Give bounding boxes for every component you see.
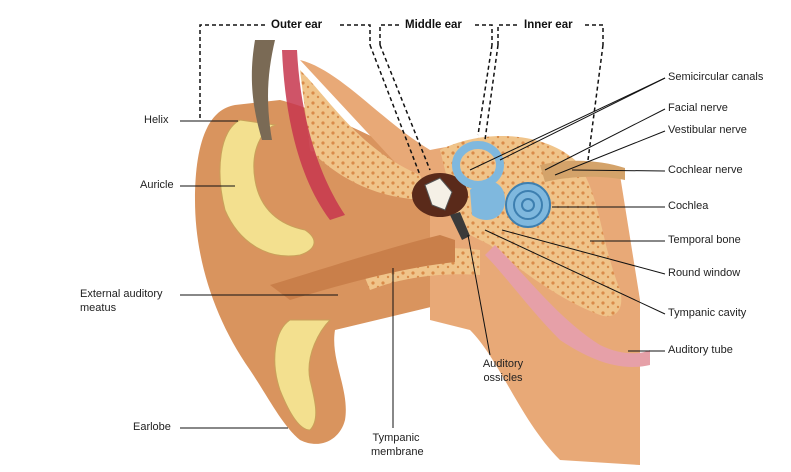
external-auditory-meatus-label-line1: External auditory <box>80 288 163 301</box>
semicircular-canals-label: Semicircular canals <box>668 71 763 84</box>
tympanic-membrane-label-line1: Tympanic <box>371 432 421 445</box>
earlobe-label: Earlobe <box>133 421 171 434</box>
auditory-tube-label: Auditory tube <box>668 344 733 357</box>
round-window-label: Round window <box>668 267 740 280</box>
middle-ear-title: Middle ear <box>402 18 465 32</box>
vestibular-nerve-label: Vestibular nerve <box>668 124 747 137</box>
cochlea-label: Cochlea <box>668 200 708 213</box>
helix-label: Helix <box>144 114 168 127</box>
vestibule-shape <box>470 181 505 220</box>
tympanic-cavity-label: Tympanic cavity <box>668 307 746 320</box>
inner-ear-title: Inner ear <box>521 18 576 32</box>
auditory-ossicles-label-line1: Auditory <box>478 358 528 371</box>
cochlear-nerve-label: Cochlear nerve <box>668 164 743 177</box>
facial-nerve-label: Facial nerve <box>668 102 728 115</box>
external-auditory-meatus-label-line2: meatus <box>80 302 116 315</box>
tympanic-membrane-label-line2: membrane <box>371 446 421 459</box>
auditory-ossicles-label-line2: ossicles <box>478 372 528 385</box>
auricle-label: Auricle <box>140 179 174 192</box>
cochlea-shape <box>506 183 550 227</box>
temporal-bone-label: Temporal bone <box>668 234 741 247</box>
outer-ear-title: Outer ear <box>268 18 325 32</box>
